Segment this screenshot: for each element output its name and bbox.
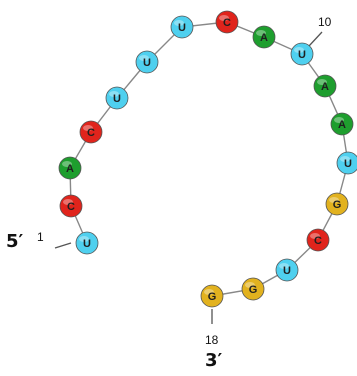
nucleotide-circle: [215, 10, 239, 34]
nucleotide-base-label: C: [223, 17, 231, 29]
position-ticks: [54, 31, 323, 324]
nucleotide-base-label: U: [143, 57, 151, 69]
tick-position-10: [308, 31, 323, 47]
nucleotide-base-label: U: [83, 238, 91, 250]
nucleotide-highlight: [83, 125, 93, 131]
nucleotide-base-label: U: [344, 158, 352, 170]
nucleotide-highlight: [334, 117, 344, 123]
nucleotide-13: U: [336, 151, 357, 175]
three-prime-label: 3′: [205, 350, 223, 371]
nucleotide-highlight: [256, 30, 266, 36]
nucleotide-circle: [200, 284, 224, 308]
nucleotide-base-label: G: [249, 284, 258, 296]
nucleotide-highlight: [204, 289, 214, 295]
nucleotide-circle: [313, 74, 337, 98]
nucleotide-base-label: A: [338, 119, 346, 131]
nucleotide-highlight: [310, 233, 320, 239]
nucleotides: U C A C U U U C A U A A U G C U G G: [58, 10, 357, 308]
nucleotide-highlight: [340, 156, 350, 162]
first-position-label: 1: [37, 230, 44, 244]
nucleotide-circle: [135, 50, 159, 74]
nucleotide-highlight: [109, 91, 119, 97]
tenth-position-label: 10: [318, 15, 332, 29]
nucleotide-18: G: [200, 284, 224, 308]
nucleotide-circle: [330, 112, 354, 136]
nucleotide-highlight: [317, 79, 327, 85]
nucleotide-circle: [325, 192, 349, 216]
nucleotide-9: A: [252, 25, 276, 49]
nucleotide-15: C: [306, 228, 330, 252]
nucleotide-highlight: [294, 47, 304, 53]
nucleotide-circle: [75, 231, 99, 255]
nucleotide-highlight: [245, 282, 255, 288]
nucleotide-circle: [336, 151, 357, 175]
nucleotide-2: C: [59, 194, 83, 218]
nucleotide-highlight: [62, 161, 72, 167]
nucleotide-circle: [275, 258, 299, 282]
nucleotide-circle: [79, 120, 103, 144]
nucleotide-base-label: G: [333, 199, 342, 211]
nucleotide-11: A: [313, 74, 337, 98]
last-position-label: 18: [205, 333, 219, 347]
nucleotide-10: U: [290, 42, 314, 66]
nucleotide-base-label: C: [87, 127, 95, 139]
nucleotide-highlight: [79, 236, 89, 242]
nucleotide-5: U: [105, 86, 129, 110]
nucleotide-base-label: U: [113, 93, 121, 105]
nucleotide-base-label: G: [208, 291, 217, 303]
strand-labels: 5′ 1 10 18 3′: [6, 15, 332, 371]
nucleotide-base-label: U: [298, 49, 306, 61]
nucleotide-circle: [59, 194, 83, 218]
nucleotide-circle: [252, 25, 276, 49]
nucleotide-circle: [306, 228, 330, 252]
nucleotide-highlight: [63, 199, 73, 205]
tick-position-1: [54, 242, 72, 249]
nucleotide-highlight: [329, 197, 339, 203]
nucleotide-highlight: [219, 15, 229, 21]
nucleotide-highlight: [174, 20, 184, 26]
nucleotide-circle: [58, 156, 82, 180]
nucleotide-circle: [290, 42, 314, 66]
nucleotide-base-label: U: [178, 22, 186, 34]
nucleotide-14: G: [325, 192, 349, 216]
nucleotide-circle: [105, 86, 129, 110]
nucleotide-circle: [241, 277, 265, 301]
nucleotide-highlight: [139, 55, 149, 61]
nucleotide-base-label: A: [321, 81, 329, 93]
nucleotide-circle: [170, 15, 194, 39]
nucleotide-4: C: [79, 120, 103, 144]
nucleotide-base-label: C: [67, 201, 75, 213]
nucleotide-6: U: [135, 50, 159, 74]
nucleotide-1: U: [75, 231, 99, 255]
nucleotide-7: U: [170, 15, 194, 39]
nucleotide-base-label: U: [283, 265, 291, 277]
nucleotide-17: G: [241, 277, 265, 301]
nucleotide-3: A: [58, 156, 82, 180]
nucleotide-12: A: [330, 112, 354, 136]
nucleotide-base-label: A: [260, 32, 268, 44]
nucleotide-16: U: [275, 258, 299, 282]
five-prime-label: 5′: [6, 231, 24, 252]
nucleotide-8: C: [215, 10, 239, 34]
nucleotide-base-label: C: [314, 235, 322, 247]
nucleotide-highlight: [279, 263, 289, 269]
nucleotide-base-label: A: [66, 163, 74, 175]
